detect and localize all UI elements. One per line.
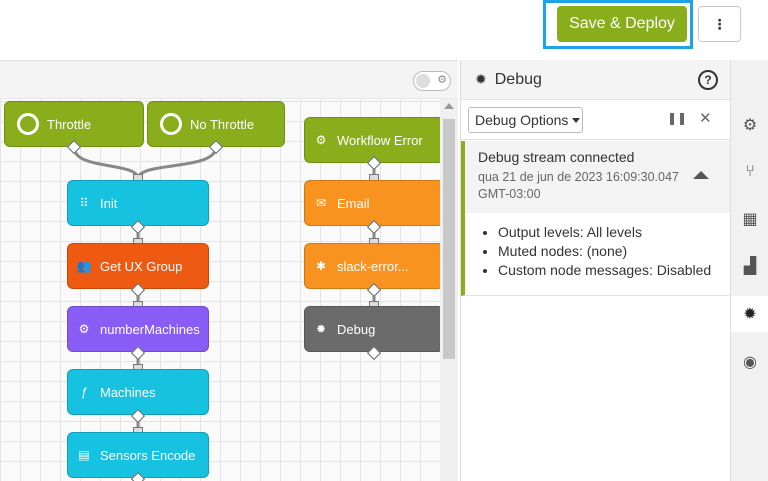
debug-header: ✹ Debug ?	[461, 60, 730, 100]
wire-throttle-init	[72, 146, 140, 180]
bug-icon[interactable]: ✹	[731, 296, 768, 332]
wire-nothrottle-init	[136, 146, 218, 180]
node-label: Get UX Group	[100, 258, 183, 274]
bug-icon: ✹	[475, 71, 487, 87]
list-item: Output levels: All levels	[498, 224, 731, 240]
debug-message-timestamp: qua 21 de jun de 2023 16:09:30.047 GMT-0…	[478, 170, 679, 201]
database-icon[interactable]: ▦	[742, 211, 758, 228]
file-icon: ▤	[78, 448, 90, 462]
debug-message: Debug stream connected qua 21 de jun de …	[461, 141, 731, 296]
inject-circle-icon	[160, 113, 182, 135]
node-label: Sensors Encode	[100, 447, 196, 463]
node-throttle[interactable]: Throttle	[4, 101, 144, 147]
debug-message-header[interactable]: Debug stream connected qua 21 de jun de …	[465, 141, 731, 213]
flow-workspace[interactable]: ⚙ Throttle No Throttle ⠿ Init 👥 Get UX G…	[0, 60, 458, 481]
node-label: Init	[100, 195, 118, 211]
debug-toolbar: Debug Options ❚❚ ✕	[461, 100, 730, 140]
slack-icon: ✱	[315, 259, 327, 273]
vertical-dots-icon: ⋮	[712, 15, 727, 32]
envelope-icon: ✉	[315, 196, 327, 210]
branch-icon[interactable]: ⑂	[745, 163, 755, 180]
chart-icon[interactable]: ▟	[743, 258, 757, 275]
list-item: Muted nodes: (none)	[498, 243, 731, 259]
node-label: Email	[337, 195, 370, 211]
gear-icon[interactable]: ⚙	[742, 117, 758, 134]
help-icon[interactable]: ?	[698, 70, 718, 90]
users-icon: 👥	[76, 259, 92, 273]
debug-options-label: Debug Options	[475, 112, 569, 128]
node-debug[interactable]: ✹ Debug	[304, 306, 444, 352]
toggle-gear-icon: ⚙	[437, 74, 447, 86]
inject-circle-icon	[17, 113, 39, 135]
workspace-scrollbar[interactable]	[440, 99, 458, 481]
debug-options-dropdown[interactable]: Debug Options	[468, 107, 583, 133]
caret-down-icon	[572, 117, 581, 123]
collapse-arrow-icon[interactable]	[693, 171, 709, 179]
node-workflow-error[interactable]: ⚙ Workflow Error	[304, 117, 444, 163]
workspace-toggle[interactable]: ⚙	[413, 71, 451, 91]
workspace-toolbar: ⚙	[0, 61, 458, 99]
scroll-thumb[interactable]	[443, 119, 455, 359]
node-sensors-encode[interactable]: ▤ Sensors Encode	[67, 432, 209, 478]
node-label: Debug	[337, 321, 376, 337]
node-no-throttle[interactable]: No Throttle	[147, 101, 285, 147]
debug-panel: ✹ Debug ? Debug Options ❚❚ ✕ Debug strea…	[460, 60, 731, 481]
node-label: Workflow Error	[337, 132, 423, 148]
close-icon[interactable]: ✕	[699, 110, 712, 127]
node-label: slack-error...	[337, 258, 409, 274]
node-label: No Throttle	[190, 116, 255, 132]
debug-message-title: Debug stream connected	[478, 149, 635, 165]
more-menu-button[interactable]: ⋮	[698, 6, 741, 42]
top-toolbar: Save & Deploy ⋮	[0, 0, 768, 60]
alert-gear-icon: ⚙	[315, 133, 327, 147]
node-email[interactable]: ✉ Email	[304, 180, 444, 226]
scroll-up-arrow-icon[interactable]	[444, 103, 454, 109]
sidebar-tabs: ⚙ ⑂ ▦ ▟ ✹ ◉	[730, 60, 768, 481]
node-label: numberMachines	[100, 321, 200, 337]
bug-icon: ✹	[315, 322, 327, 336]
toggle-knob	[416, 74, 430, 88]
save-deploy-button[interactable]: Save & Deploy	[557, 6, 687, 42]
list-item: Custom node messages: Disabled	[498, 262, 731, 278]
globe-icon[interactable]: ◉	[743, 354, 757, 371]
cogs-icon: ⚙	[78, 322, 90, 336]
node-slack-error[interactable]: ✱ slack-error...	[304, 243, 444, 289]
deploy-highlight-frame	[543, 0, 693, 49]
node-label: Throttle	[47, 116, 92, 132]
node-label: Machines	[100, 384, 156, 400]
grid-icon: ⠿	[79, 196, 89, 210]
debug-message-body: Output levels: All levels Muted nodes: (…	[465, 213, 731, 278]
debug-title: Debug	[494, 70, 542, 88]
pause-icon[interactable]: ❚❚	[667, 111, 688, 125]
function-icon: ƒ	[80, 385, 88, 399]
